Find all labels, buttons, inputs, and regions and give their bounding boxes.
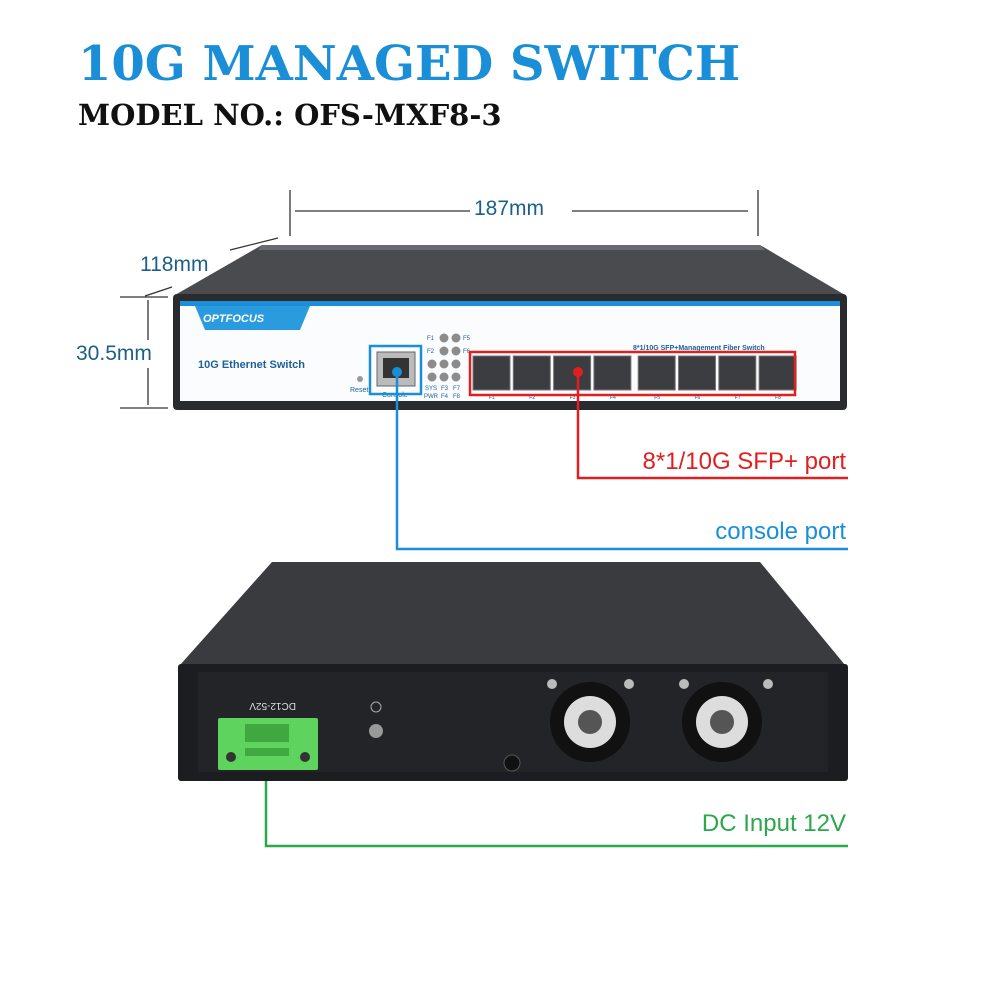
led-label: PWR <box>424 394 439 400</box>
model-number: MODEL NO.: OFS-MXF8-3 <box>78 98 502 132</box>
power-callout-line <box>264 760 848 848</box>
front-switch: OPTFOCUS 10G Ethernet Switch 8*1/10G SFP… <box>173 245 847 410</box>
led-label: F8 <box>453 394 461 400</box>
fan-left <box>550 682 630 762</box>
led-label: F1 <box>427 336 435 342</box>
port-label: F2 <box>529 395 535 401</box>
port-label: F4 <box>610 395 616 401</box>
sfp-highlight-box <box>468 350 797 397</box>
status-leds <box>427 333 461 382</box>
port-label: F7 <box>735 395 741 401</box>
port-label: F6 <box>695 395 701 401</box>
led-label: F7 <box>453 386 461 392</box>
width-dimension: 187mm <box>474 197 545 220</box>
port-label: F1 <box>489 395 495 401</box>
brand-logo: OPTFOCUS <box>203 313 265 325</box>
fan-right <box>682 682 762 762</box>
dc-input-callout: DC Input 12V <box>701 810 846 837</box>
rear-switch: DC12-52V <box>178 562 848 781</box>
sfp-port <box>758 355 797 391</box>
led-label: F4 <box>441 394 449 400</box>
console-callout-line <box>395 372 848 551</box>
sfp-port <box>512 355 551 391</box>
sfp-port-callout: 8*1/10G SFP+ port <box>642 448 846 475</box>
led-label: F5 <box>463 336 471 342</box>
power-terminal-block <box>218 718 318 770</box>
depth-dimension: 118mm <box>140 253 209 276</box>
sfp-port <box>678 355 716 391</box>
sfp-port-group: F1 F2 F3 F4 F5 F6 F7 F8 <box>472 355 797 401</box>
sfp-callout-line <box>576 372 848 480</box>
console-port-callout: console port <box>715 518 846 545</box>
panel-title-text: 8*1/10G SFP+Management Fiber Switch <box>633 345 765 352</box>
height-dimension: 30.5mm <box>76 342 152 365</box>
sfp-port <box>593 355 632 391</box>
reset-label: Reset <box>350 387 368 394</box>
console-label: Console <box>382 392 408 399</box>
power-voltage-label: DC12-52V <box>249 700 296 711</box>
sfp-port <box>718 355 757 391</box>
port-label: F3 <box>570 395 576 401</box>
sfp-port <box>553 355 592 391</box>
page-title: 10G MANAGED SWITCH <box>78 36 741 92</box>
led-label: F2 <box>427 349 435 355</box>
port-label: F5 <box>654 395 660 401</box>
led-label: F6 <box>463 349 471 355</box>
sfp-port <box>472 355 511 391</box>
port-label: F8 <box>775 395 781 401</box>
led-label: F3 <box>441 386 449 392</box>
console-highlight-box <box>368 344 423 396</box>
dimension-lines <box>120 190 759 409</box>
sfp-port <box>637 355 676 391</box>
led-label: SYS <box>425 386 437 392</box>
product-name-text: 10G Ethernet Switch <box>198 359 305 371</box>
